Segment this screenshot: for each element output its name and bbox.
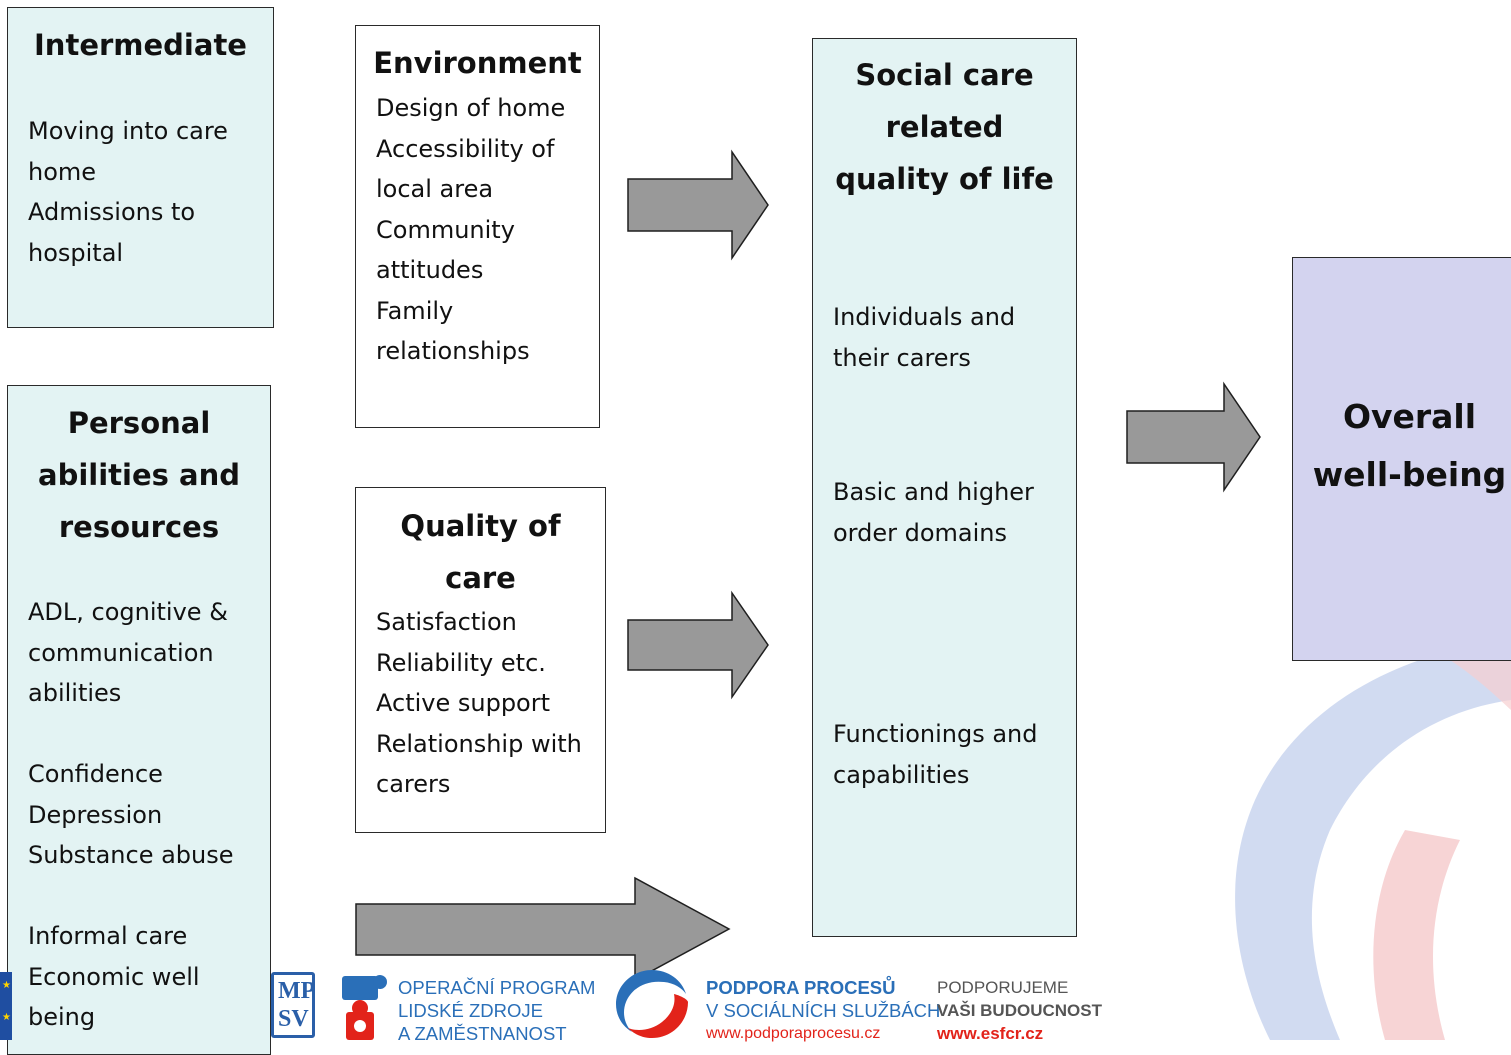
podpora-line: V SOCIÁLNÍCH SLUŽBÁCH (706, 1000, 941, 1021)
environment-line: Accessibility of (376, 134, 555, 163)
social-care-line: Basic and higher (833, 478, 1034, 506)
intermediate-title: Intermediate (34, 28, 247, 62)
environment-line: attitudes (376, 256, 484, 284)
oplzz-line: A ZAMĚSTNANOST (398, 1023, 567, 1044)
personal-line: Depression (28, 800, 163, 829)
arrow-environment-to-social-care (627, 149, 769, 261)
quality-of-care-title: Quality of (400, 509, 561, 543)
environment-box: Environment Design of home Accessibility… (355, 25, 600, 428)
spacer (28, 714, 234, 755)
personal-line: Economic well (28, 962, 200, 991)
background-swoosh (1235, 640, 1511, 1040)
quality-of-care-line: Reliability etc. (376, 648, 546, 677)
intermediate-line: home (28, 157, 97, 186)
personal-line: communication (28, 638, 214, 667)
esf-line: www.esfcr.cz (937, 1024, 1044, 1043)
social-care-line: Functionings and (833, 720, 1038, 748)
arrow-social-care-to-wellbeing (1126, 381, 1261, 493)
mpsv-logo-text: MP (278, 978, 316, 1004)
mpsv-logo: MP SV (271, 972, 315, 1038)
intermediate-line: Admissions to (28, 198, 196, 226)
personal-abilities-title: abilities and (38, 458, 240, 492)
social-care-title: quality of life (835, 162, 1054, 196)
environment-line: Community (376, 215, 515, 244)
podpora-line: www.podporaprocesu.cz (706, 1025, 881, 1042)
quality-of-care-box: Quality of care Satisfaction Reliability… (355, 487, 606, 833)
intermediate-box: Intermediate Moving into care home Admis… (7, 7, 274, 328)
personal-line: Informal care (28, 922, 188, 950)
social-care-title: related (885, 110, 1004, 144)
podpora-procesu-logo-text: PODPORA PROCESŮ V SOCIÁLNÍCH SLUŽBÁCH ww… (706, 976, 940, 1045)
personal-line: Substance abuse (28, 841, 234, 869)
podpora-procesu-logo-icon (616, 970, 688, 1038)
personal-line: abilities (28, 679, 122, 707)
oplzz-line: OPERAČNÍ PROGRAM (398, 977, 596, 998)
personal-line: Confidence (28, 760, 163, 788)
personal-abilities-box: Personal abilities and resources ADL, co… (7, 385, 271, 1055)
quality-of-care-title: care (445, 561, 516, 595)
quality-of-care-line: Active support (376, 689, 551, 717)
environment-line: Family (376, 296, 454, 325)
eu-flag-logo: ★ ★ (0, 972, 12, 1040)
quality-of-care-line: Relationship with (376, 729, 582, 758)
spacer (28, 876, 234, 917)
puzzle-figure-icon (342, 975, 387, 1040)
arrow-personal-to-social-care (355, 876, 731, 982)
oplzz-logo-text: OPERAČNÍ PROGRAM LIDSKÉ ZDROJE A ZAMĚSTN… (398, 976, 595, 1045)
intermediate-line: hospital (28, 238, 124, 267)
esf-line: VAŠI BUDOUCNOST (937, 1001, 1102, 1020)
intermediate-line: Moving into care (28, 117, 228, 145)
environment-line: local area (376, 175, 494, 203)
environment-title: Environment (373, 46, 582, 80)
personal-line: ADL, cognitive & (28, 598, 228, 626)
quality-of-care-line: Satisfaction (376, 608, 517, 636)
social-care-line: Individuals and (833, 303, 1016, 331)
social-care-qol-box: Social care related quality of life Indi… (812, 38, 1077, 937)
personal-abilities-title: resources (58, 510, 220, 544)
social-care-line: their carers (833, 343, 971, 372)
personal-abilities-title: Personal (67, 406, 211, 440)
overall-wellbeing-title: Overall (1342, 397, 1477, 436)
podpora-line: PODPORA PROCESŮ (706, 977, 896, 998)
quality-of-care-line: carers (376, 770, 451, 798)
arrow-quality-of-care-to-social-care (627, 590, 769, 700)
environment-line: Design of home (376, 94, 566, 122)
overall-wellbeing-title: well-being (1312, 455, 1507, 494)
social-care-title: Social care (855, 58, 1034, 92)
esf-line: PODPORUJEME (937, 978, 1069, 997)
mpsv-logo-text: SV (278, 1006, 309, 1032)
esf-logo-text: PODPORUJEME VAŠI BUDOUCNOST www.esfcr.cz (937, 976, 1102, 1045)
social-care-line: order domains (833, 518, 1008, 547)
social-care-line: capabilities (833, 760, 970, 789)
overall-wellbeing-box: Overall well-being (1292, 257, 1511, 661)
oplzz-line: LIDSKÉ ZDROJE (398, 1000, 543, 1021)
personal-line: being (28, 1003, 96, 1031)
environment-line: relationships (376, 337, 530, 365)
